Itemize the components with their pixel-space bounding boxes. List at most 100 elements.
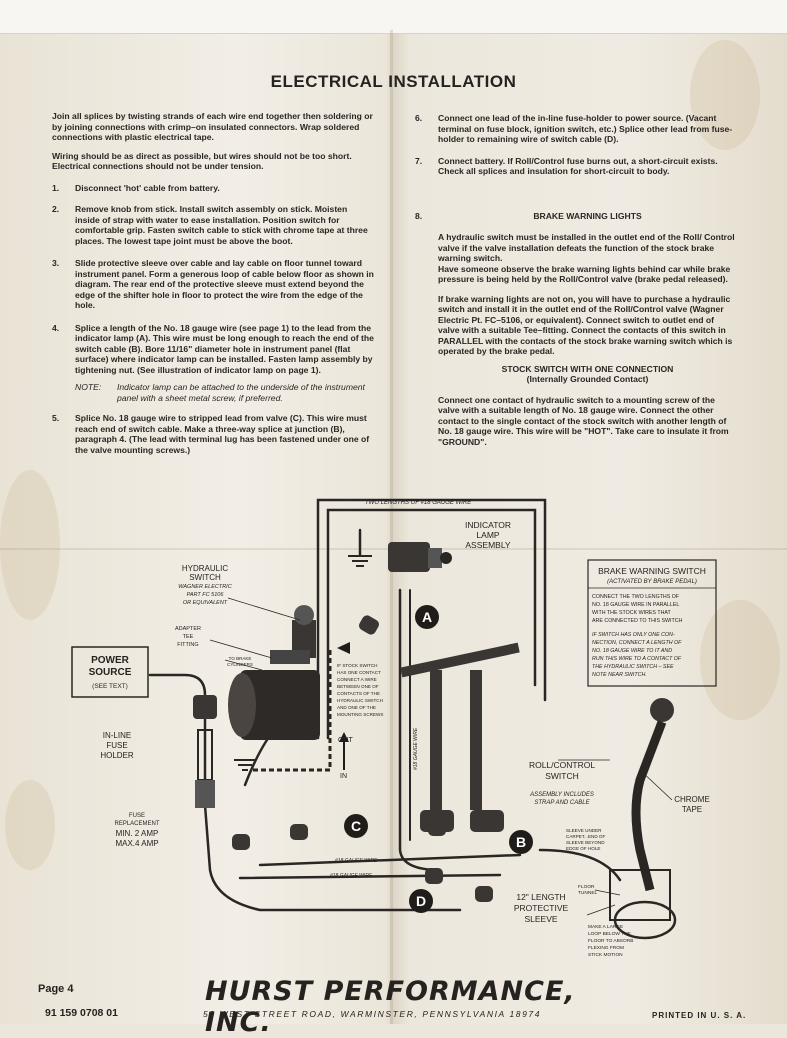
instruction-item-8: 8. BRAKE WARNING LIGHTS A hydraulic swit…	[415, 211, 737, 448]
item-number: 8.	[415, 210, 423, 221]
item-number: 2.	[52, 204, 60, 214]
callout-b: B	[509, 830, 533, 854]
paragraph: A hydraulic switch must be installed in …	[438, 232, 735, 263]
chrome-tape-label: TAPE	[682, 805, 702, 814]
company-name: HURST PERFORMANCE, INC.	[205, 976, 576, 1038]
document-code: 91 159 0708 01	[45, 1007, 118, 1019]
arrow-icon	[337, 642, 350, 654]
hydraulic-switch-sub: PART FC 5106	[187, 592, 225, 598]
callout-a: A	[415, 605, 439, 629]
label-line: LOOP BELOW THE	[588, 931, 631, 937]
printed-in: PRINTED IN U. S. A.	[652, 1011, 747, 1020]
wire-loop-outer	[316, 498, 547, 740]
protective-sleeve-label: PROTECTIVE	[514, 903, 569, 913]
fuse-replacement-label: MAX.4 AMP	[115, 839, 158, 848]
box-line: NO. 18 GAUGE WIRE IN PARALLEL	[592, 602, 679, 608]
protective-sleeve-label: SLEEVE	[524, 914, 557, 924]
fuse-holder-label: IN-LINE	[103, 731, 131, 740]
box-line: NO. 18 GAUGE WIRE TO IT AND	[592, 648, 672, 654]
label-line: SLEEVE UNDER	[566, 828, 602, 833]
label-line: EDGE OF HOLE	[566, 846, 600, 851]
note-line: IF STOCK SWITCH	[337, 663, 378, 668]
box-line: THE HYDRAULIC SWITCH – SEE	[592, 664, 674, 670]
instruction-item: 7. Connect battery. If Roll/Control fuse…	[415, 156, 737, 177]
note-line: CONTACTS OF THE	[337, 691, 380, 696]
note-line: CONNECT A WIRE	[337, 677, 377, 682]
instruction-item: 4. Splice a length of the No. 18 gauge w…	[52, 323, 374, 376]
right-text-column: 6. Connect one lead of the in-line fuse-…	[415, 113, 737, 455]
wire-loop-inner	[326, 508, 537, 740]
indicator-lamp-label: ASSEMBLY	[465, 540, 511, 550]
protective-sleeve-label: 12" LENGTH	[516, 892, 565, 902]
shift-stick-icon	[609, 698, 677, 940]
brake-box-sub: (ACTIVATED BY BRAKE PEDAL)	[607, 579, 697, 585]
box-line: WITH THE STOCK WIRES THAT	[592, 610, 672, 616]
scan-top-edge	[0, 0, 787, 34]
instruction-item: 1. Disconnect 'hot' cable from battery.	[52, 183, 374, 194]
box-line: CONNECT THE TWO LENGTHS OF	[592, 594, 680, 600]
note-line: AND ONE OF THE	[337, 705, 376, 710]
indicator-lamp-label: LAMP	[476, 530, 499, 540]
note-line: HYDRAULIC SWITCH	[337, 698, 383, 703]
roll-control-sub: ASSEMBLY INCLUDES	[529, 792, 594, 798]
box-line: ARE CONNECTED TO THIS SWITCH	[592, 618, 683, 624]
roll-control-sub: STRAP AND CABLE	[534, 800, 590, 806]
brake-warning-box	[587, 559, 717, 687]
note-text: Indicator lamp can be attached to the un…	[117, 382, 365, 403]
page-number: Page 4	[38, 983, 74, 995]
roll-control-label: ROLL/CONTROL	[529, 760, 595, 770]
hydraulic-switch-sub: WAGNER ELECTRIC	[178, 584, 231, 590]
fold-line-vertical	[390, 30, 393, 1024]
note-line: HAS ONE CONTACT	[337, 670, 381, 675]
roll-control-label: SWITCH	[545, 771, 579, 781]
intro-paragraph: Wiring should be as direct as possible, …	[52, 150, 352, 172]
page-title: ELECTRICAL INSTALLATION	[270, 72, 517, 91]
stock-switch-note: IF STOCK SWITCH HAS ONE CONTACT CONNECT …	[337, 663, 383, 717]
item-text: Connect battery. If Roll/Control fuse bu…	[438, 155, 718, 177]
item-text: Connect one lead of the in-line fuse-hol…	[438, 113, 733, 144]
callout-letter: C	[351, 818, 361, 834]
brake-pedal-icon	[400, 642, 520, 832]
fuse-replacement-label: FUSE	[129, 813, 145, 819]
instruction-item: 5. Splice No. 18 gauge wire to stripped …	[52, 413, 374, 455]
note-block: NOTE: Indicator lamp can be attached to …	[52, 382, 374, 403]
wiring-diagram: A B C D TWO LENGTHS OF #18 GAUGE WIRE IN…	[71, 498, 717, 958]
label-line: FLEXING FROM	[588, 945, 624, 951]
label-line: CARPET...END OF	[566, 834, 606, 839]
note-label: NOTE:	[75, 382, 102, 392]
out-label: OUT	[338, 737, 354, 744]
left-text-column: Join all splices by twisting strands of …	[52, 111, 374, 464]
callout-d: D	[409, 889, 433, 913]
paragraph: Connect one contact of hydraulic switch …	[438, 394, 729, 447]
hydraulic-switch-label: SWITCH	[189, 573, 221, 582]
paragraph: Have someone observe the brake warning l…	[438, 263, 731, 285]
item-number: 4.	[52, 322, 60, 333]
brake-box-text: CONNECT THE TWO LENGTHS OF NO. 18 GAUGE …	[592, 594, 683, 678]
two-lengths-label: TWO LENGTHS OF #18 GAUGE WIRE	[365, 500, 472, 506]
floor-tunnel-label: FLOOR	[578, 884, 595, 890]
item-text: Disconnect 'hot' cable from battery.	[75, 182, 220, 193]
gauge-wire-label: #18 GAUGE WIRE	[330, 873, 373, 879]
brake-box-title: BRAKE WARNING SWITCH	[598, 566, 706, 576]
power-source-label: (SEE TEXT)	[92, 683, 128, 690]
fuse-replacement-label: MIN. 2 AMP	[116, 829, 159, 838]
power-source-box	[71, 646, 149, 698]
box-line: NECTION, CONNECT A LENGTH OF	[592, 640, 682, 646]
item-text: Slide protective sleeve over cable and l…	[75, 258, 374, 310]
gauge-wire-vertical-label: #18 GAUGE WIRE	[413, 727, 419, 770]
in-label: IN	[340, 773, 347, 780]
item-number: 7.	[415, 155, 423, 166]
item-text: Splice a length of the No. 18 gauge wire…	[75, 322, 374, 375]
paper-stain	[690, 40, 760, 150]
hydraulic-switch-sub: OR EQUIVALENT	[183, 600, 228, 606]
section-subheading: (Internally Grounded Contact)	[526, 374, 649, 384]
callout-c: C	[344, 814, 368, 838]
item-number: 3.	[52, 258, 60, 268]
hydraulic-switch-label: HYDRAULIC	[182, 564, 228, 573]
item-number: 1.	[52, 182, 60, 193]
label-line: SLEEVE BEYOND	[566, 840, 605, 845]
instruction-item: 2. Remove knob from stick. Install switc…	[52, 204, 374, 246]
indicator-lamp-icon	[388, 542, 452, 572]
adapter-tee-label: ADAPTER	[175, 626, 201, 632]
